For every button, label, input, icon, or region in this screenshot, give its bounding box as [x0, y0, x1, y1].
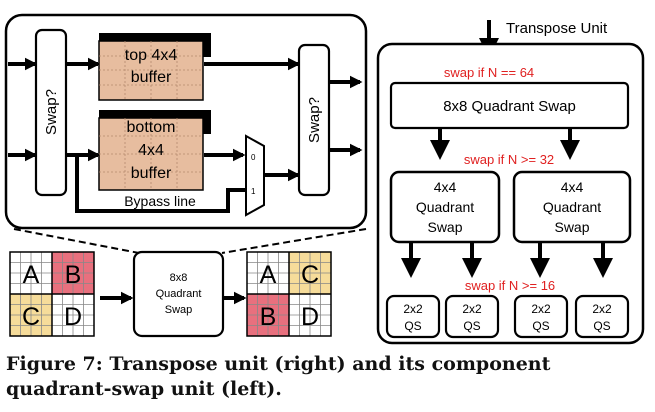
after-grid: A C B D: [246, 251, 332, 337]
qs-3-line2: QS: [532, 319, 549, 333]
quad4-right-line1: 4x4: [561, 179, 584, 195]
quad4-left-line3: Swap: [427, 219, 462, 235]
before-quadrant-c: C: [22, 303, 40, 331]
top-buffer-label-line1: top 4x4: [125, 47, 178, 64]
after-quadrant-a: A: [260, 261, 277, 289]
qs-box-1: 2x2 QS: [385, 294, 441, 339]
zoom-line-right: [221, 228, 367, 254]
quadrant-swap-8x8-box: [389, 81, 630, 130]
quad4-right-line3: Swap: [554, 219, 589, 235]
condition-n-32: swap if N >= 32: [464, 152, 554, 167]
quadrant-swap-4x4-left: [389, 170, 501, 244]
top-buffer: top 4x4 buffer: [98, 33, 211, 101]
transpose-unit-title: Transpose Unit: [506, 20, 608, 37]
quadrant-swap-unit-box: [132, 250, 225, 338]
bottom-buffer-label-line3: buffer: [131, 165, 172, 182]
bypass-line: [75, 155, 246, 213]
qs-2-line1: 2x2: [462, 302, 482, 316]
quad4-right-line2: Quadrant: [543, 199, 601, 215]
before-quadrant-a: A: [23, 261, 40, 289]
right-swap-box: [297, 43, 331, 197]
qs-box-3: 2x2 QS: [513, 294, 569, 339]
qs-4-line1: 2x2: [592, 302, 612, 316]
condition-n-16: swap if N >= 16: [465, 278, 555, 293]
bypass-label: Bypass line: [124, 193, 196, 209]
qs-box-2: 2x2 QS: [444, 294, 500, 339]
figure-caption: Figure 7: Transpose unit (right) and its…: [6, 353, 551, 400]
left-swap-box: [34, 28, 68, 197]
qs-1-line2: QS: [404, 319, 421, 333]
before-quadrant-b: B: [65, 261, 82, 289]
unit-label-line1: 8x8: [170, 272, 188, 284]
qs-1-line1: 2x2: [403, 302, 423, 316]
transpose-unit: Transpose Unit swap if N == 64 8x8 Quadr…: [376, 20, 645, 345]
after-quadrant-d: D: [301, 303, 319, 331]
left-swap-label: Swap?: [43, 89, 60, 135]
zoom-line-left: [13, 228, 140, 254]
quadrant-swap-4x4-right: [512, 170, 632, 244]
quad4-left-line1: 4x4: [434, 179, 457, 195]
mux-input-1: 1: [251, 187, 256, 196]
quadrant-swap-detail: Swap? Bypass line top 4x4 buffer: [4, 13, 368, 230]
diagram-canvas: Swap? Bypass line top 4x4 buffer: [4, 13, 645, 345]
before-quadrant-d: D: [64, 303, 82, 331]
condition-n-64: swap if N == 64: [444, 65, 534, 80]
unit-label-line2: Quadrant: [156, 288, 202, 300]
mux: [245, 134, 265, 217]
unit-label-line3: Swap: [165, 304, 193, 316]
mux-input-0: 0: [251, 153, 256, 162]
qs-3-line1: 2x2: [531, 302, 551, 316]
after-quadrant-b: B: [260, 303, 277, 331]
quadrant-flow: A B C D 8x8 Quadrant Swap A C B D: [9, 250, 332, 338]
bottom-buffer-label-line2: 4x4: [138, 142, 164, 159]
qs-box-4: 2x2 QS: [574, 294, 630, 339]
qs-4-line2: QS: [593, 319, 610, 333]
quadrant-swap-8x8-label: 8x8 Quadrant Swap: [443, 98, 576, 115]
quad4-left-line2: Quadrant: [416, 199, 474, 215]
qs-2-line2: QS: [463, 319, 480, 333]
before-grid: A B C D: [9, 251, 95, 337]
top-buffer-label-line2: buffer: [131, 69, 172, 86]
right-swap-label: Swap?: [306, 97, 323, 143]
after-quadrant-c: C: [301, 261, 319, 289]
bottom-buffer: bottom 4x4 buffer: [98, 110, 211, 191]
bottom-buffer-label-line1: bottom: [127, 119, 176, 136]
